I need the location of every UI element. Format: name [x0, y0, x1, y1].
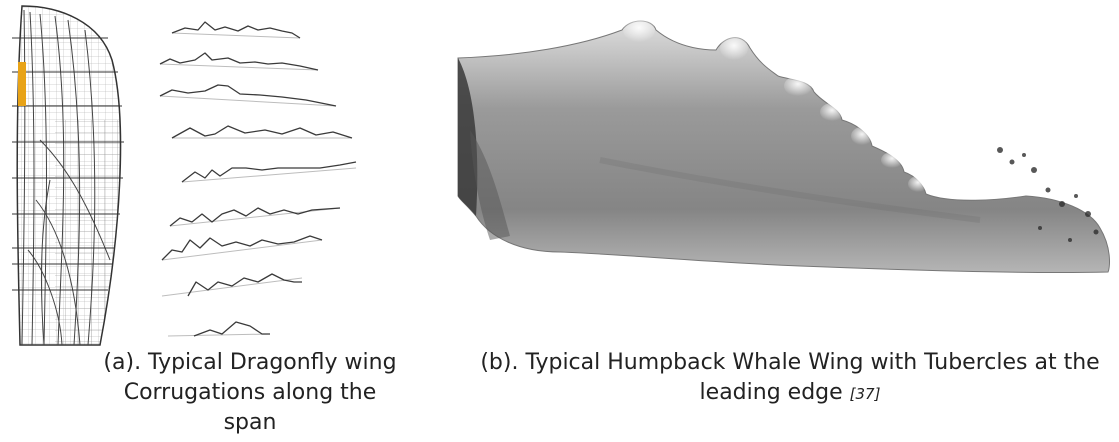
caption-b-line2: leading edge — [700, 380, 843, 405]
caption-b: (b). Typical Humpback Whale Wing with Tu… — [465, 348, 1115, 409]
whale-flipper — [458, 18, 1110, 273]
dragonfly-wing — [10, 0, 140, 350]
caption-a-line2: Corrugations along the span — [100, 378, 400, 438]
corrugation-profiles — [160, 22, 356, 336]
caption-b-line1: (b). Typical Humpback Whale Wing with Tu… — [465, 348, 1115, 378]
caption-a-line1: (a). Typical Dragonfly wing — [100, 348, 400, 378]
pterostigma-highlight — [18, 62, 26, 106]
reference-label: [37] — [850, 385, 881, 403]
caption-a: (a). Typical Dragonfly wing Corrugations… — [100, 348, 400, 438]
